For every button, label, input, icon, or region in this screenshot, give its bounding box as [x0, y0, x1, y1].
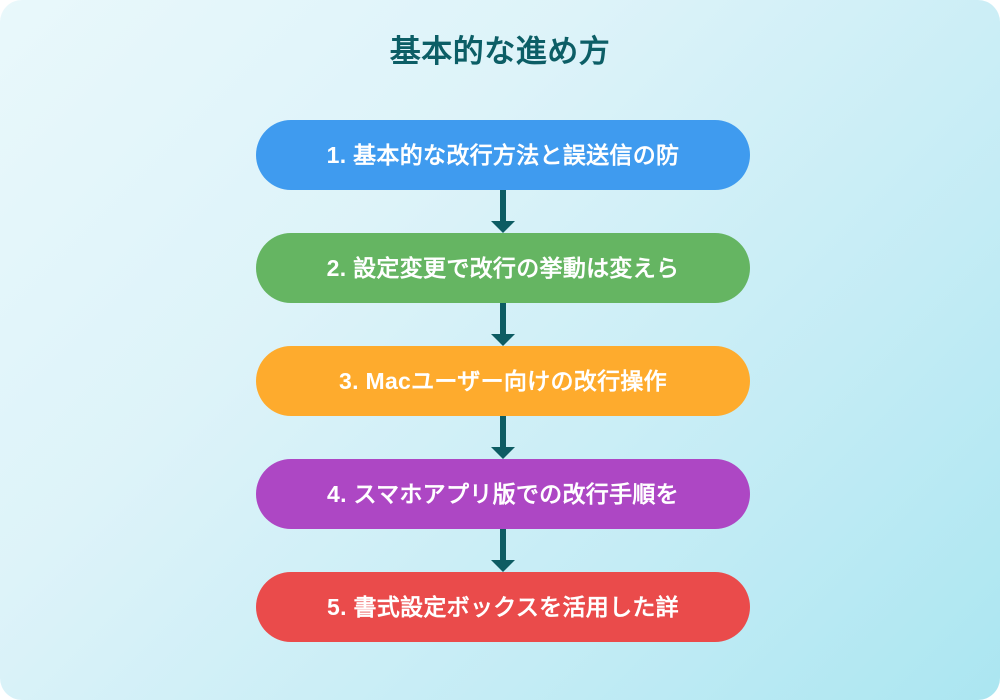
page-title: 基本的な進め方 — [389, 34, 611, 69]
flow-connector-3 — [256, 416, 750, 459]
arrow-down-icon — [491, 416, 515, 459]
flowchart: 1. 基本的な改行方法と誤送信の防 2. 設定変更で改行の挙動は変えら 3. Mac… — [256, 120, 750, 642]
flow-step-label: 4. スマホアプリ版での改行手順を — [327, 481, 679, 507]
flow-step-3[interactable]: 3. Macユーザー向けの改行操作 — [256, 346, 750, 416]
flow-connector-2 — [256, 303, 750, 346]
flow-step-label: 1. 基本的な改行方法と誤送信の防 — [326, 142, 680, 168]
flow-step-label: 3. Macユーザー向けの改行操作 — [339, 368, 667, 394]
flow-step-5[interactable]: 5. 書式設定ボックスを活用した詳 — [256, 572, 750, 642]
arrow-down-icon — [491, 303, 515, 346]
flow-step-4[interactable]: 4. スマホアプリ版での改行手順を — [256, 459, 750, 529]
flow-connector-1 — [256, 190, 750, 233]
flow-step-label: 2. 設定変更で改行の挙動は変えら — [326, 255, 680, 281]
flow-connector-4 — [256, 529, 750, 572]
flow-step-label: 5. 書式設定ボックスを活用した詳 — [327, 594, 679, 620]
arrow-down-icon — [491, 190, 515, 233]
flow-step-1[interactable]: 1. 基本的な改行方法と誤送信の防 — [256, 120, 750, 190]
arrow-down-icon — [491, 529, 515, 572]
flow-step-2[interactable]: 2. 設定変更で改行の挙動は変えら — [256, 233, 750, 303]
